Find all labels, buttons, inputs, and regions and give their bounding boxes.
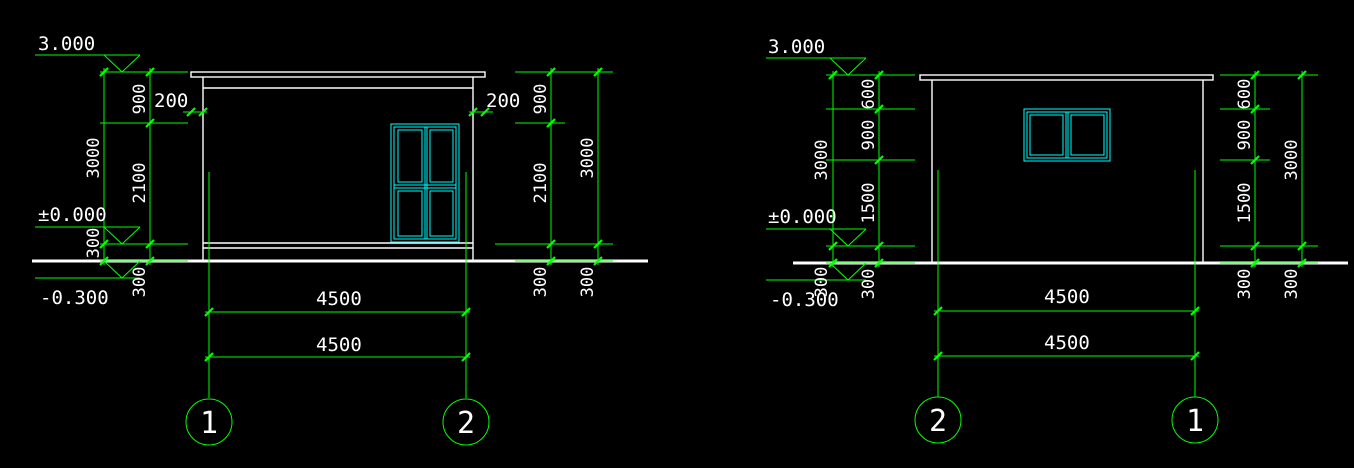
left-dim-900-a: 900 xyxy=(130,84,150,115)
right-axis-label-2: 2 xyxy=(929,404,947,439)
right-dim-3000-b: 3000 xyxy=(1282,140,1302,181)
right-axis-bubble-2 xyxy=(914,396,962,444)
right-dim-300-d: 300 xyxy=(1282,269,1302,300)
left-axis-bubble-1 xyxy=(185,398,233,446)
right-dim-300-a: 300 xyxy=(812,267,832,298)
right-dim-1500-a: 1500 xyxy=(859,183,879,224)
left-elev-mark-bottom xyxy=(35,260,188,279)
left-dim-300-a: 300 xyxy=(84,228,104,259)
left-dim-200-left: 200 xyxy=(154,90,188,112)
right-elev-zero-label: ±0.000 xyxy=(768,206,837,228)
left-dim-900-b: 900 xyxy=(531,84,551,115)
right-dim-1500-b: 1500 xyxy=(1235,183,1255,224)
right-axis-label-1: 1 xyxy=(1186,404,1204,439)
right-dim-4500-lower: 4500 xyxy=(1044,332,1090,354)
right-dim-300-c: 300 xyxy=(1235,269,1255,300)
right-elev-bottom-label: -0.300 xyxy=(770,289,839,311)
left-dim-4500-upper: 4500 xyxy=(316,288,362,310)
left-dim-2100-a: 2100 xyxy=(130,163,150,204)
right-dim-900-a: 900 xyxy=(859,120,879,151)
right-roof-slab xyxy=(919,74,1214,81)
left-dim-200-right: 200 xyxy=(486,90,520,112)
right-dim-600-a: 600 xyxy=(859,79,879,110)
right-dim-900-b: 900 xyxy=(1235,120,1255,151)
left-dim-300-c: 300 xyxy=(531,267,551,298)
left-elev-bottom-label: -0.300 xyxy=(40,287,109,309)
left-axis-bubble-2 xyxy=(442,398,490,446)
left-elevation: 3.000 ±0.000 -0.300 200 200 4500 4500 1 … xyxy=(32,33,648,446)
left-elev-mark-top xyxy=(35,54,188,73)
right-elev-top-label: 3.000 xyxy=(768,36,825,58)
left-elev-top-label: 3.000 xyxy=(38,33,95,55)
right-elev-mark-zero xyxy=(766,228,915,247)
left-dim-2100-b: 2100 xyxy=(531,163,551,204)
left-elev-mark-zero xyxy=(35,226,188,245)
right-axis-bubble-1 xyxy=(1171,396,1219,444)
left-dim-3000-b: 3000 xyxy=(578,138,598,179)
left-dim-300-b: 300 xyxy=(130,267,150,298)
left-dim-3000-a: 3000 xyxy=(84,138,104,179)
left-elev-zero-label: ±0.000 xyxy=(38,204,107,226)
right-window xyxy=(1023,108,1111,162)
left-dim-4500-lower: 4500 xyxy=(316,334,362,356)
right-elev-mark-bottom xyxy=(766,262,915,281)
left-door xyxy=(390,123,460,243)
left-roof-slab xyxy=(190,71,486,78)
right-dim-4500-upper: 4500 xyxy=(1044,286,1090,308)
right-elev-mark-top xyxy=(766,57,915,76)
right-dim-300-b: 300 xyxy=(859,269,879,300)
left-axis-label-2: 2 xyxy=(457,406,475,441)
right-dim-3000-a: 3000 xyxy=(812,140,832,181)
right-elevation: 3.000 ±0.000 -0.300 4500 4500 2 1 3000 6… xyxy=(766,36,1348,444)
left-dim-300-d: 300 xyxy=(578,267,598,298)
left-axis-label-1: 1 xyxy=(200,406,218,441)
right-dim-600-b: 600 xyxy=(1235,79,1255,110)
